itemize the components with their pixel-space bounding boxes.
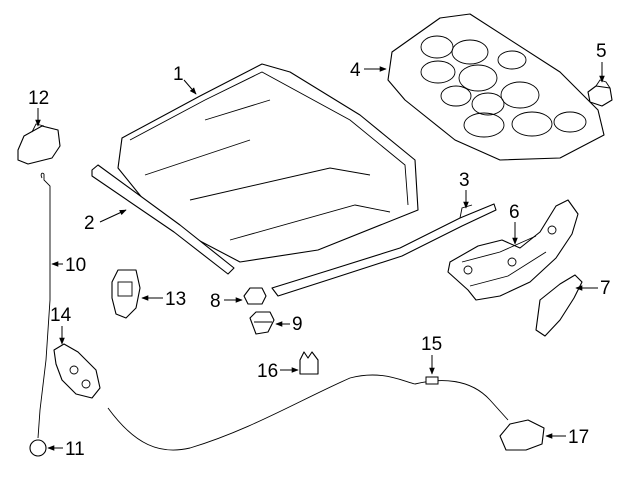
callout-15: 15 [421, 334, 442, 375]
hinge-part-6 [447, 199, 579, 301]
seal-strip-part-2 [91, 164, 235, 275]
callout-13-label: 13 [165, 289, 186, 310]
callout-14-label: 14 [50, 305, 72, 326]
latch-part-17 [499, 419, 545, 451]
callout-3: 3 [459, 170, 470, 209]
callout-9-label: 9 [292, 314, 303, 335]
callout-8: 8 [210, 291, 243, 312]
callout-10-label: 10 [65, 255, 86, 276]
bumper-part-8 [243, 287, 267, 305]
grommet-part-11 [29, 439, 47, 457]
callout-17-label: 17 [568, 427, 589, 448]
hood-insulator-part-4 [387, 13, 605, 161]
hood-panel-part-1 [117, 63, 419, 263]
cable-part-15 [107, 374, 509, 451]
callout-14: 14 [50, 305, 72, 345]
callout-12: 12 [28, 88, 49, 127]
callout-2: 2 [84, 209, 127, 234]
callout-5: 5 [596, 41, 607, 83]
release-cable-part-10 [37, 172, 51, 439]
callout-1: 1 [173, 64, 197, 95]
callout-10: 10 [51, 255, 86, 276]
bracket-part-13 [111, 269, 141, 319]
callout-17: 17 [545, 427, 589, 448]
release-handle-part-12 [17, 123, 61, 165]
stop-pin-part-9 [249, 311, 275, 335]
callout-7-label: 7 [600, 278, 611, 299]
callout-11: 11 [47, 439, 85, 460]
latch-part-14 [53, 343, 101, 399]
callout-4: 4 [350, 60, 387, 81]
callout-1-label: 1 [173, 64, 184, 85]
callout-2-label: 2 [84, 213, 95, 234]
clip-part-5 [587, 79, 613, 107]
callout-12-label: 12 [28, 88, 49, 109]
callout-8-label: 8 [210, 291, 221, 312]
callout-15-label: 15 [421, 334, 442, 355]
callout-6: 6 [509, 202, 520, 245]
callout-16-label: 16 [257, 361, 278, 382]
callout-13: 13 [141, 289, 186, 310]
callout-16: 16 [257, 361, 299, 382]
clip-part-16 [299, 351, 319, 375]
callout-7: 7 [575, 278, 611, 299]
callout-5-label: 5 [596, 41, 607, 62]
callout-3-label: 3 [459, 170, 470, 191]
callout-9: 9 [275, 314, 303, 335]
callout-11-label: 11 [65, 439, 85, 460]
bracket-part-7 [535, 274, 583, 337]
callout-4-label: 4 [350, 60, 361, 81]
callout-6-label: 6 [509, 202, 520, 223]
